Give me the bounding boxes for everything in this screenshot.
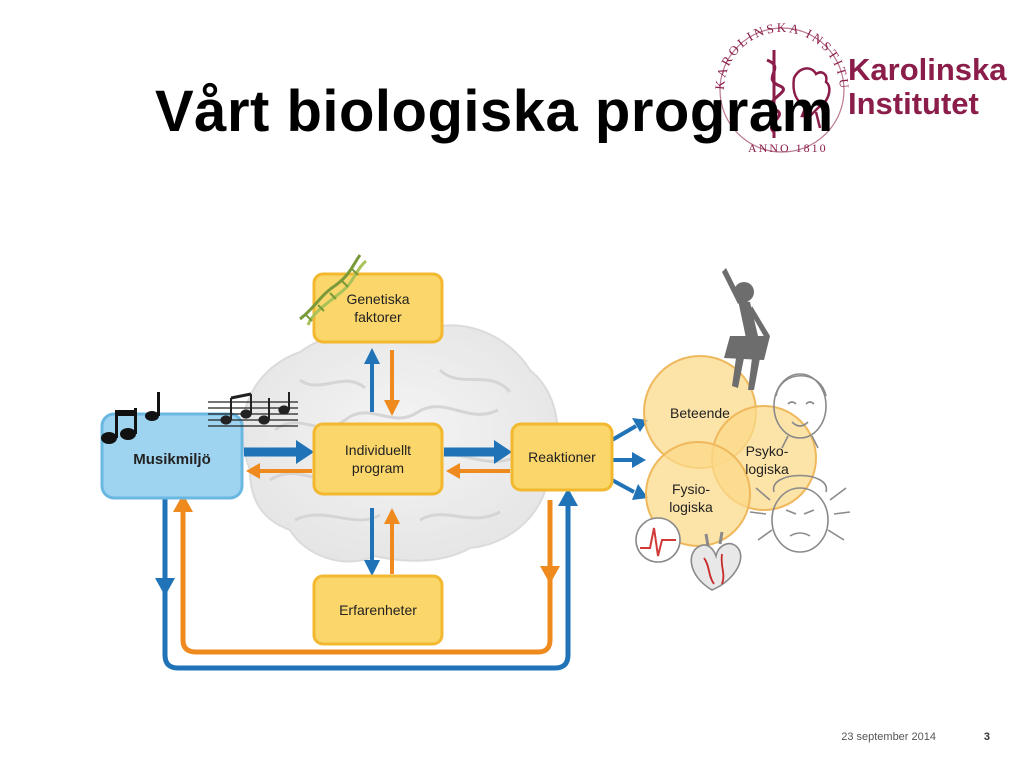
physiological-label: Fysio- logiska bbox=[669, 481, 713, 515]
reactions-box bbox=[510, 422, 614, 492]
sheet-music-icon bbox=[208, 392, 298, 427]
blue-loop-arrow bbox=[162, 498, 571, 671]
page-number: 3 bbox=[983, 731, 990, 743]
calm-face-icon bbox=[773, 373, 827, 449]
orange-loop-arrow bbox=[180, 500, 553, 655]
behavior-label: Beteende bbox=[670, 405, 730, 421]
individual-program-label: Individuellt program bbox=[344, 442, 412, 476]
experiences-box bbox=[312, 574, 444, 646]
reactions-label: Reaktioner bbox=[528, 449, 596, 465]
reaction-circles bbox=[643, 355, 817, 547]
heart-icon bbox=[690, 531, 742, 591]
music-notes-icon bbox=[101, 392, 160, 444]
seal-icon: KAROLINSKA INSTITUTET ANNO 1810 bbox=[707, 8, 850, 155]
logo-word-institutet: Institutet bbox=[848, 86, 979, 121]
individual-program-box bbox=[312, 422, 444, 496]
music-environment-box bbox=[100, 412, 244, 500]
music-environment-label: Musikmiljö bbox=[133, 451, 211, 468]
dancer-icon bbox=[722, 268, 770, 390]
slide-title: Vårt biologiska program bbox=[155, 79, 834, 144]
genetics-label: Genetiska faktorer bbox=[346, 291, 410, 325]
experiences-label: Erfarenheter bbox=[339, 602, 417, 618]
psychological-label: Psyko- logiska bbox=[745, 443, 789, 477]
logo-word-karolinska: Karolinska bbox=[848, 52, 1007, 87]
svg-text:ANNO 1810: ANNO 1810 bbox=[748, 141, 828, 155]
ecg-icon bbox=[635, 517, 681, 563]
stressed-face-icon bbox=[749, 474, 851, 553]
dna-icon bbox=[299, 254, 368, 326]
slide-date: 23 september 2014 bbox=[841, 731, 936, 743]
karolinska-logo: KAROLINSKA INSTITUTET ANNO 1810 Karolins… bbox=[707, 8, 1012, 160]
